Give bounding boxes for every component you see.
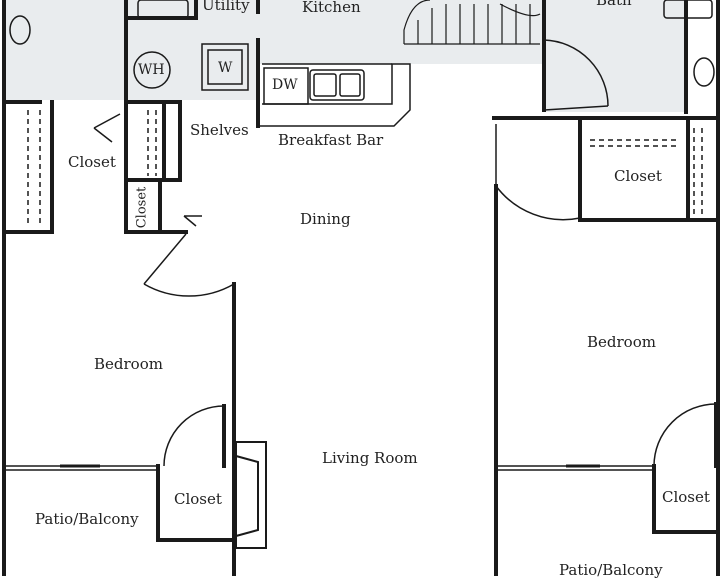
closet-small-label: Closet <box>134 186 150 229</box>
bedroom-right-label: Bedroom <box>587 333 656 351</box>
fireplace <box>235 441 267 549</box>
kitchen-sink <box>309 69 365 101</box>
dining-label: Dining <box>300 210 351 228</box>
patio-right-label: Patio/Balcony <box>559 561 663 579</box>
shaded-floor <box>6 0 684 112</box>
bedroom-left-label: Bedroom <box>94 355 163 373</box>
washer <box>201 43 249 91</box>
water-heater <box>133 51 171 89</box>
closet-left-bottom-label: Closet <box>174 490 222 508</box>
door-swings <box>93 39 717 467</box>
living-room-label: Living Room <box>322 449 418 467</box>
utility-label: Utility <box>202 0 250 14</box>
water-heater-label: WH <box>138 62 165 78</box>
stairway <box>403 0 541 45</box>
closet-left-label: Closet <box>68 153 116 171</box>
washer-label: W <box>218 60 233 76</box>
appliances <box>9 0 715 105</box>
dishwasher-label: DW <box>272 77 298 93</box>
shelves-label: Shelves <box>190 121 249 139</box>
closet-right-top-label: Closet <box>614 167 662 185</box>
thin-lines <box>6 63 703 471</box>
breakfast-bar-label: Breakfast Bar <box>278 131 384 149</box>
dishwasher <box>263 67 309 105</box>
patio-left-label: Patio/Balcony <box>35 510 139 528</box>
bath-label: Bath <box>596 0 632 9</box>
kitchen-label: Kitchen <box>302 0 361 16</box>
closet-right-bottom-label: Closet <box>662 488 710 506</box>
